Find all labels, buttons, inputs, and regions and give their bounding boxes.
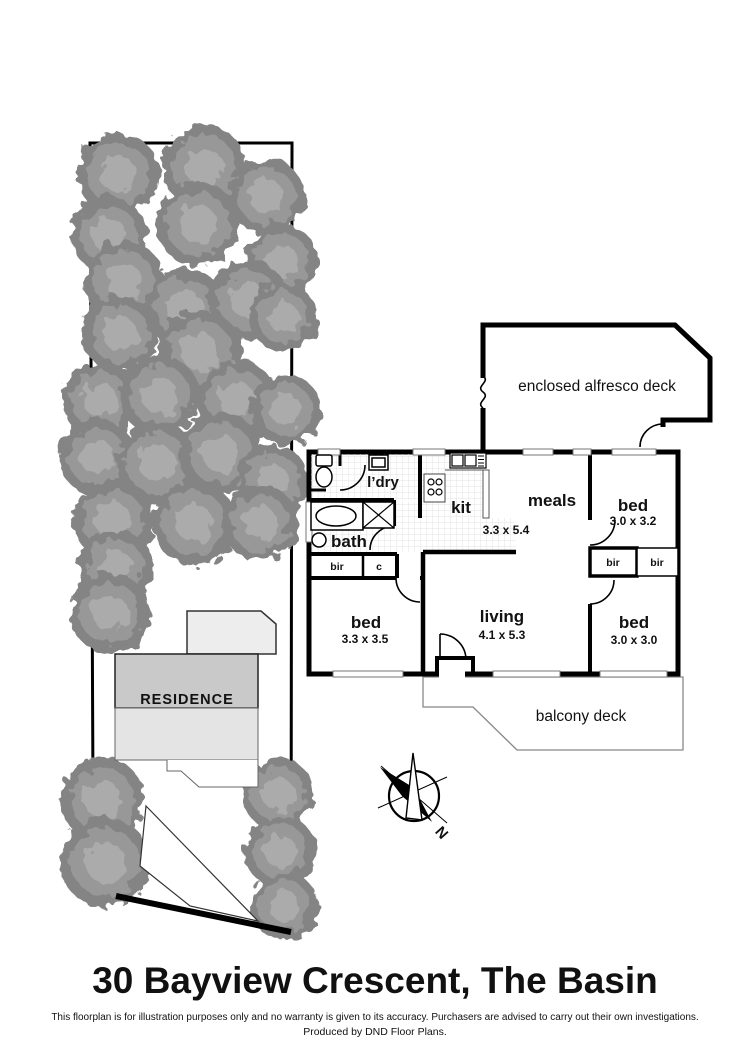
fixtures bbox=[310, 452, 490, 548]
compass-icon: N bbox=[377, 752, 451, 843]
tree bbox=[156, 182, 240, 266]
alfresco-door-arc bbox=[639, 423, 664, 448]
bed1-door-arc bbox=[589, 519, 616, 546]
compass-north-label: N bbox=[431, 823, 451, 842]
stove-icon bbox=[423, 473, 446, 503]
disclaimer-text: This floorplan is for illustration purpo… bbox=[51, 1012, 699, 1023]
kit-meals-dims: 3.3 x 5.4 bbox=[483, 523, 530, 537]
tree bbox=[222, 485, 298, 561]
doors bbox=[339, 464, 616, 605]
site-plan: RESIDENCE bbox=[59, 125, 321, 940]
bath-label: bath bbox=[331, 532, 367, 551]
residence-rear-deck bbox=[186, 610, 277, 655]
entry-porch bbox=[435, 633, 475, 679]
tree bbox=[70, 573, 150, 653]
bed2-label: bed bbox=[351, 613, 381, 632]
tree bbox=[244, 815, 316, 887]
floor-plan: balcony deck enclosed alfresco deck bbox=[305, 322, 713, 751]
compass-needle-light bbox=[405, 752, 423, 821]
bed2-door-arc bbox=[395, 577, 421, 603]
toilet-icon bbox=[315, 454, 333, 467]
producer-text: Produced by DND Floor Plans. bbox=[303, 1026, 447, 1038]
tree bbox=[60, 757, 144, 841]
tree bbox=[152, 481, 236, 565]
alfresco-label: enclosed alfresco deck bbox=[518, 378, 676, 395]
alfresco-deck: enclosed alfresco deck bbox=[479, 322, 713, 452]
tree bbox=[251, 375, 321, 445]
tree bbox=[120, 356, 200, 436]
trees-layer bbox=[59, 125, 321, 940]
bed3-door-arc bbox=[589, 579, 615, 605]
residence: RESIDENCE bbox=[114, 610, 277, 788]
tree bbox=[116, 422, 198, 504]
meals-label: meals bbox=[528, 491, 576, 510]
kit-label: kit bbox=[451, 498, 471, 517]
ldry-label: l’dry bbox=[367, 474, 399, 491]
closet-c-label: c bbox=[376, 561, 382, 573]
tree bbox=[62, 362, 138, 438]
bed2-dims: 3.3 x 3.5 bbox=[342, 632, 389, 646]
tree bbox=[162, 125, 246, 209]
floorplan-canvas: RESIDENCE balcony deck enclosed alfresco… bbox=[59, 125, 713, 940]
tree bbox=[77, 133, 159, 215]
tree bbox=[82, 296, 158, 372]
living-dims: 4.1 x 5.3 bbox=[479, 628, 526, 642]
kitchen-bench bbox=[482, 469, 490, 519]
site-boundary-front bbox=[115, 893, 292, 935]
driveway bbox=[139, 804, 260, 923]
tree bbox=[250, 872, 318, 940]
bir-right-label: bir bbox=[650, 557, 663, 569]
residence-step bbox=[166, 760, 259, 788]
basin-icon bbox=[311, 532, 327, 548]
page-title: 30 Bayview Crescent, The Basin bbox=[92, 960, 658, 1001]
tree bbox=[242, 758, 314, 830]
bir-mid-label: bir bbox=[606, 557, 619, 569]
bed3-dims: 3.0 x 3.0 bbox=[611, 633, 658, 647]
alfresco-fill bbox=[483, 325, 710, 452]
room-labels: l’dry kit 3.3 x 5.4 meals bath bed 3.0 x… bbox=[330, 474, 663, 647]
bed1-label: bed bbox=[618, 496, 648, 515]
bed1-dims: 3.0 x 3.2 bbox=[610, 514, 657, 528]
bir-right-closet bbox=[636, 547, 679, 577]
wc-door-arc bbox=[339, 464, 366, 491]
tree bbox=[249, 283, 317, 351]
tree bbox=[60, 817, 150, 907]
residence-label: RESIDENCE bbox=[140, 692, 234, 708]
tree bbox=[228, 158, 304, 234]
bed3-label: bed bbox=[619, 613, 649, 632]
residence-front-block bbox=[114, 707, 259, 761]
living-label: living bbox=[480, 607, 524, 626]
interior-walls bbox=[309, 452, 679, 674]
balcony-deck: balcony deck bbox=[422, 676, 684, 751]
tree bbox=[59, 419, 135, 495]
balcony-deck-label: balcony deck bbox=[536, 708, 627, 725]
bir-left-label: bir bbox=[330, 561, 343, 573]
